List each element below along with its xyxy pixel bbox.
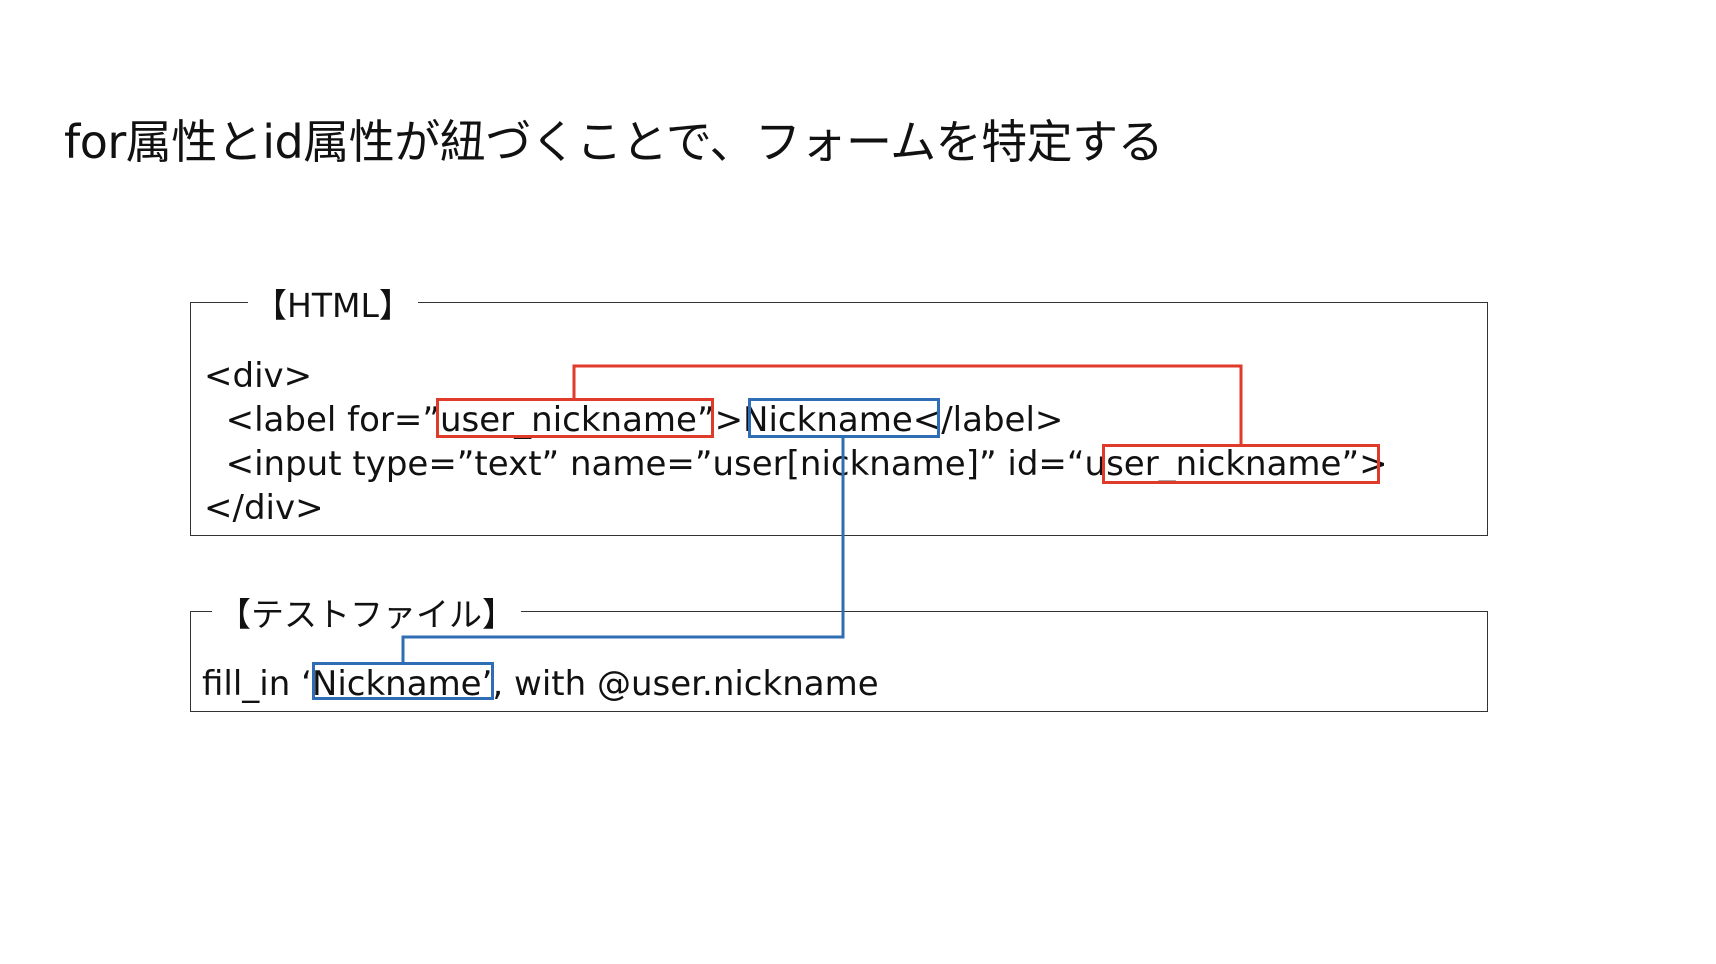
label-for-value-highlight bbox=[436, 398, 714, 438]
label-text-highlight bbox=[748, 398, 940, 438]
slide-title: for属性とid属性が紐づくことで、フォームを特定する bbox=[64, 115, 1164, 169]
html-code-line: <div> bbox=[204, 356, 313, 396]
html-code-line: </div> bbox=[204, 488, 324, 528]
test-code-line: fill_in ‘Nickname’, with @user.nickname bbox=[202, 664, 879, 704]
fill-in-label-highlight bbox=[312, 662, 494, 700]
test-file-box-label: 【テストファイル】 bbox=[212, 595, 521, 635]
html-code-box-label: 【HTML】 bbox=[248, 286, 418, 326]
input-id-value-highlight bbox=[1102, 444, 1380, 484]
